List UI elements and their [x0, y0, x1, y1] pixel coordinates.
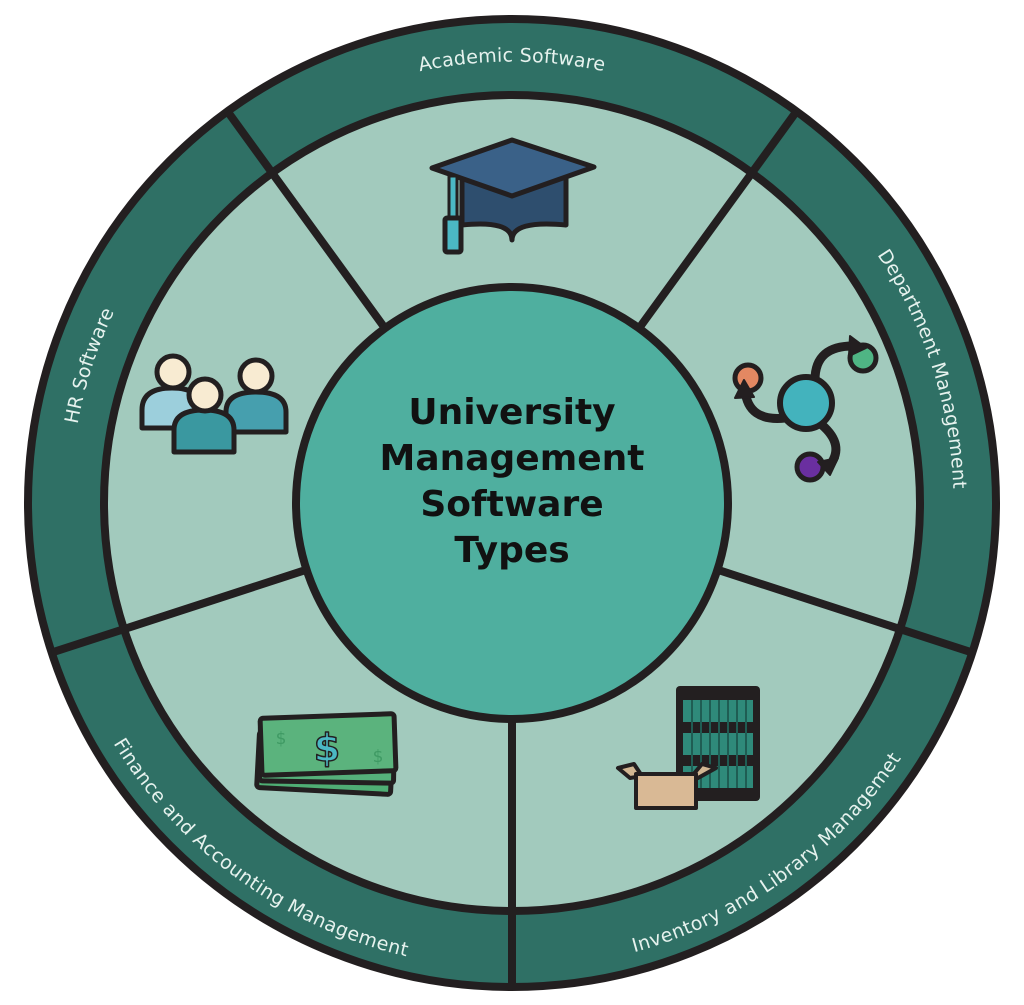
- center-title-line-3: Software: [420, 484, 604, 525]
- svg-text:$: $: [276, 729, 287, 749]
- money-stack-icon: $ $ $: [254, 711, 399, 797]
- center-title-line-2: Management: [379, 438, 645, 479]
- svg-text:$: $: [314, 726, 340, 770]
- svg-text:$: $: [373, 747, 384, 767]
- center-circle: [292, 283, 732, 723]
- center-title-line-4: Types: [454, 530, 570, 571]
- center-title: University Management Software Types: [312, 390, 712, 574]
- people-group-icon: [139, 353, 289, 455]
- graduation-cap-icon: [429, 137, 597, 255]
- department-network-icon: [732, 335, 879, 483]
- inventory-shelf-box-icon: [616, 686, 760, 810]
- center-title-line-1: University: [408, 392, 616, 433]
- segment-dividers: [50, 109, 974, 987]
